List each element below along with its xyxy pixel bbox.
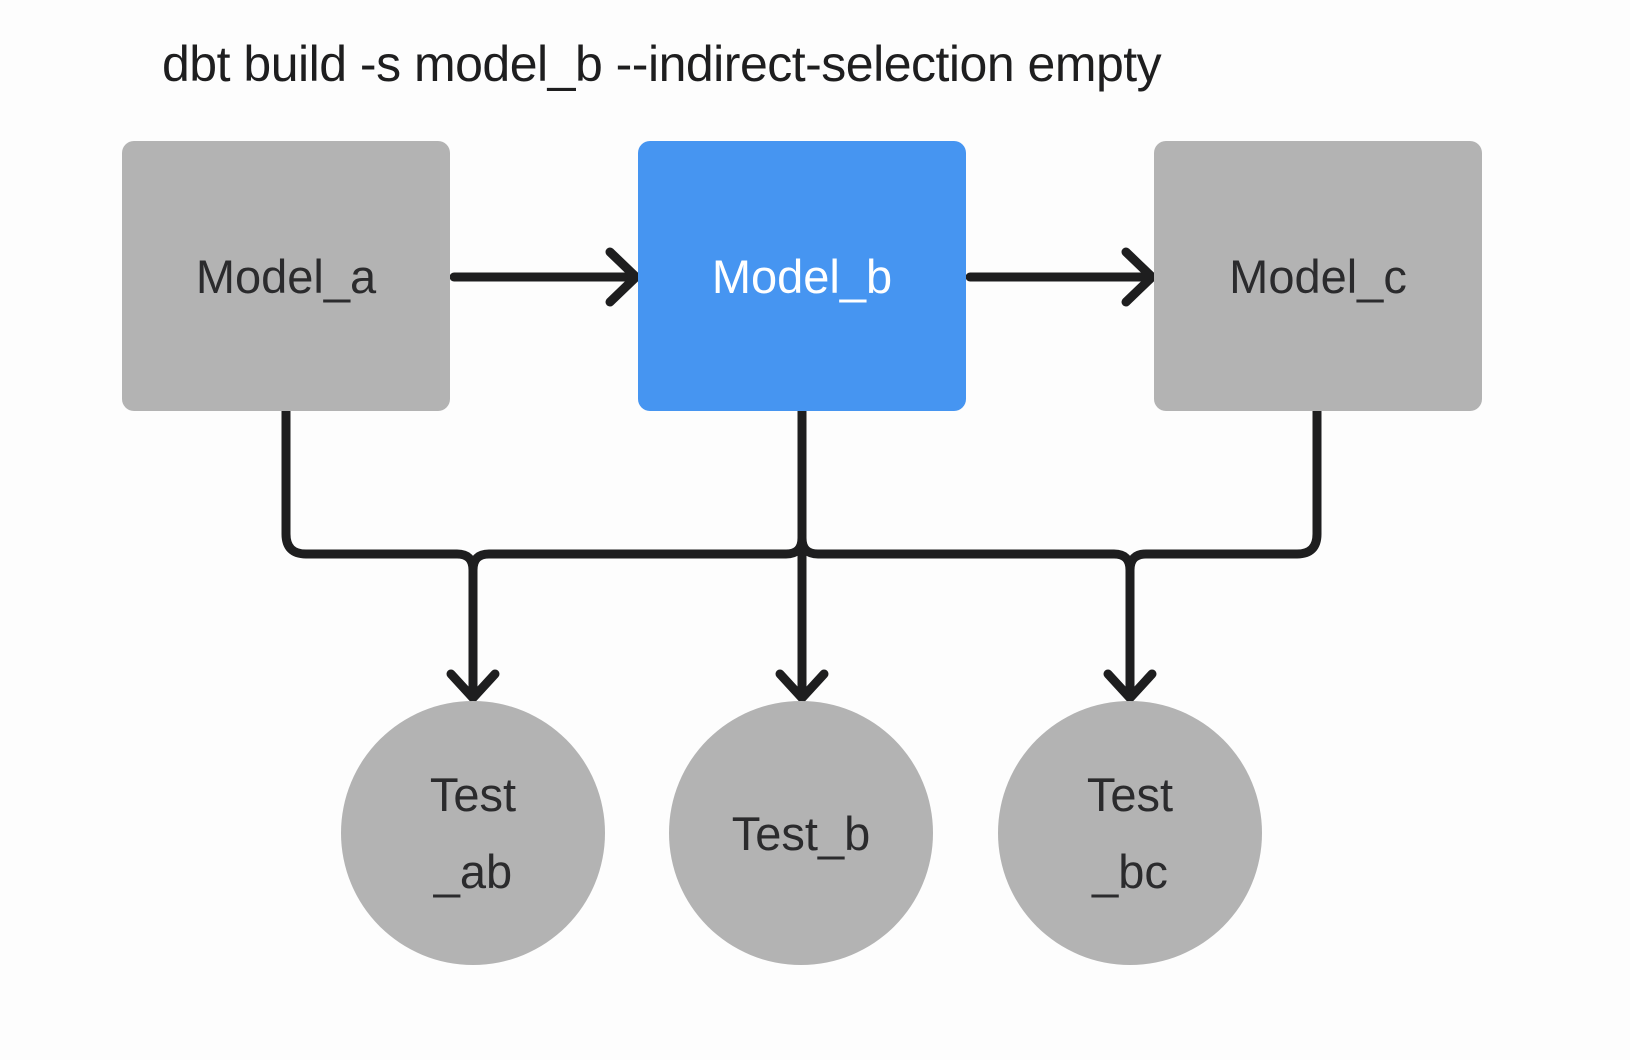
diagram-title: dbt build -s model_b --indirect-selectio… (162, 36, 1162, 92)
arrowhead-down-test-ab-icon (446, 669, 500, 703)
edge-model-a-to-model-b-arrow (449, 247, 641, 307)
model-c-label: Model_c (1229, 249, 1407, 303)
edge-model-c-to-test-bc-path (1125, 406, 1322, 575)
arrowhead-right-icon (1121, 247, 1157, 307)
model-a-label: Model_a (195, 249, 377, 303)
model-a-node: Model_a (122, 141, 450, 411)
test-b-node: Test_b (669, 701, 933, 965)
arrowhead-down-test-b-icon (775, 669, 829, 703)
edge-model-b-to-test-ab-path (468, 533, 807, 575)
test-bc-node: Test _bc (998, 701, 1262, 965)
model-b-label: Model_b (711, 249, 893, 303)
edge-model-b-to-test-bc-path (797, 533, 1135, 702)
edge-model-a-to-test-ab-path (281, 406, 478, 702)
test-b-label: Test_b (731, 806, 871, 860)
test-bc-label-line1: Test (1086, 768, 1174, 821)
arrowhead-right-icon (605, 247, 641, 307)
test-ab-label-line1: Test (429, 768, 517, 821)
model-b-node-selected: Model_b (638, 141, 966, 411)
test-ab-label-line2: _ab (433, 845, 513, 898)
test-bc-label-line2: _bc (1092, 845, 1168, 898)
arrowhead-down-test-bc-icon (1103, 669, 1157, 703)
test-ab-node: Test _ab (341, 701, 605, 965)
model-c-node: Model_c (1154, 141, 1482, 411)
edge-model-b-to-model-c-arrow (965, 247, 1157, 307)
